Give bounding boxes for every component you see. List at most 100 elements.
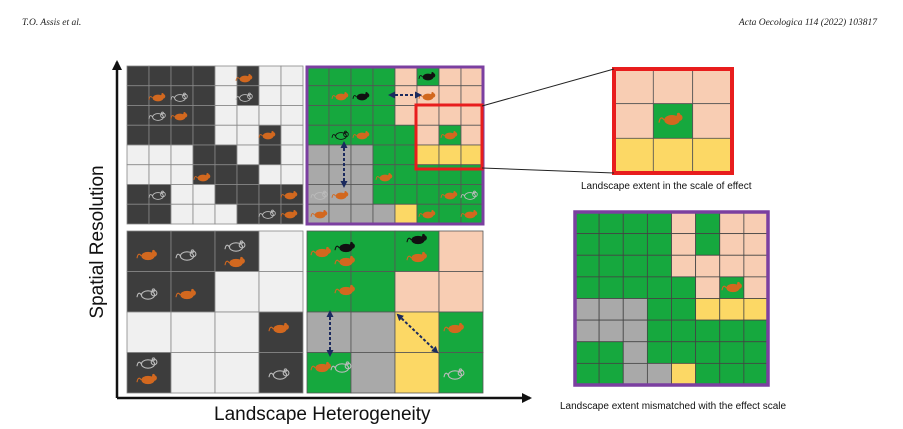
tl-cell (148, 105, 172, 126)
inset2-cell (671, 254, 697, 278)
tr-cell (416, 105, 440, 126)
tr-cell (460, 85, 484, 106)
inset2-cell (574, 362, 600, 386)
tl-cell (126, 203, 150, 225)
tl-cell (214, 184, 238, 205)
tl-cell (148, 203, 172, 225)
rodent-icon (175, 288, 196, 300)
tr-cell (460, 184, 484, 205)
rodent-icon (310, 246, 331, 258)
tl-cell (192, 184, 216, 205)
inset2-cell (743, 254, 769, 278)
panel-coarse-low-heterogeneity (126, 230, 304, 394)
y-axis-label: Spatial Resolution (87, 165, 108, 319)
inset2-cell (695, 276, 721, 299)
tl-cell (236, 144, 260, 166)
tl-cell (214, 164, 238, 185)
rodent-icon (148, 190, 166, 200)
rodent-icon (148, 92, 166, 102)
tr-cell (372, 124, 396, 146)
inset-red-frame (612, 67, 734, 175)
inset2-cell (598, 276, 624, 299)
tl-cell (148, 184, 172, 205)
x-axis-label: Landscape Heterogeneity (214, 404, 431, 425)
bl-cell (126, 352, 172, 394)
br-cell (438, 311, 484, 353)
tr-cell (372, 184, 396, 205)
rodent-icon (352, 91, 370, 101)
tr-cell (306, 184, 330, 205)
tr-cell (460, 65, 484, 87)
inset2-cell (719, 233, 745, 256)
tl-cell (126, 105, 150, 126)
inset2-cell (574, 298, 600, 321)
tl-cell (258, 164, 282, 185)
inset2-cell (743, 233, 769, 256)
inset-mismatched-extent (574, 211, 769, 386)
tl-cell (126, 124, 150, 146)
tl-cell (170, 203, 194, 225)
bl-cell (258, 271, 304, 313)
inset2-cell (695, 362, 721, 386)
inset1-cell (692, 137, 733, 174)
inset-scale-of-effect (613, 68, 733, 174)
tr-cell (438, 203, 462, 225)
tl-cell (148, 144, 172, 166)
tl-cell (280, 65, 304, 87)
connector-line (481, 167, 615, 174)
rodent-icon (136, 373, 157, 385)
rodent-icon (352, 130, 370, 140)
tl-cell (236, 65, 260, 87)
rodent-icon (136, 249, 157, 261)
inset2-cell (574, 319, 600, 343)
tl-cell (258, 144, 282, 166)
inset2-cell (695, 233, 721, 256)
inset2-cell (598, 233, 624, 256)
rodent-icon (334, 255, 355, 267)
tr-cell (328, 203, 352, 225)
rodent-icon (224, 240, 246, 252)
tl-cell (280, 124, 304, 146)
tr-cell (350, 184, 374, 205)
rodent-icon (331, 130, 349, 140)
distance-arrow (396, 313, 439, 354)
tr-cell (394, 105, 418, 126)
tr-cell (372, 144, 396, 166)
bl-cell (214, 352, 260, 394)
br-cell (394, 352, 440, 394)
rodent-icon (280, 190, 298, 200)
inset2-cell (622, 341, 648, 364)
br-cell (438, 271, 484, 313)
tr-cell (372, 65, 396, 87)
inset2-cell (646, 319, 672, 343)
tr-cell (460, 124, 484, 146)
inset2-cell (646, 362, 672, 386)
bl-cell (126, 230, 172, 272)
rodent-icon (418, 209, 436, 219)
inset1-cell (613, 137, 654, 174)
inset2-cell (695, 319, 721, 343)
bl-cell (126, 311, 172, 353)
inset2-cell (743, 298, 769, 321)
bl-cell (258, 352, 304, 394)
tl-cell (214, 144, 238, 166)
tl-cell (126, 184, 150, 205)
inset2-cell (695, 298, 721, 321)
tr-cell (306, 85, 330, 106)
tl-cell (258, 184, 282, 205)
rodent-icon (268, 322, 289, 334)
inset2-cell (671, 341, 697, 364)
tr-cell (328, 144, 352, 166)
tl-cell (236, 164, 260, 185)
bl-cell (170, 311, 216, 353)
inset2-cell (574, 341, 600, 364)
tl-cell (148, 124, 172, 146)
tr-cell (306, 65, 330, 87)
inset2-cell (671, 319, 697, 343)
tr-cell (438, 65, 462, 87)
tr-cell (350, 164, 374, 185)
br-cell (394, 271, 440, 313)
rodent-icon (235, 92, 253, 102)
tl-cell (214, 85, 238, 106)
